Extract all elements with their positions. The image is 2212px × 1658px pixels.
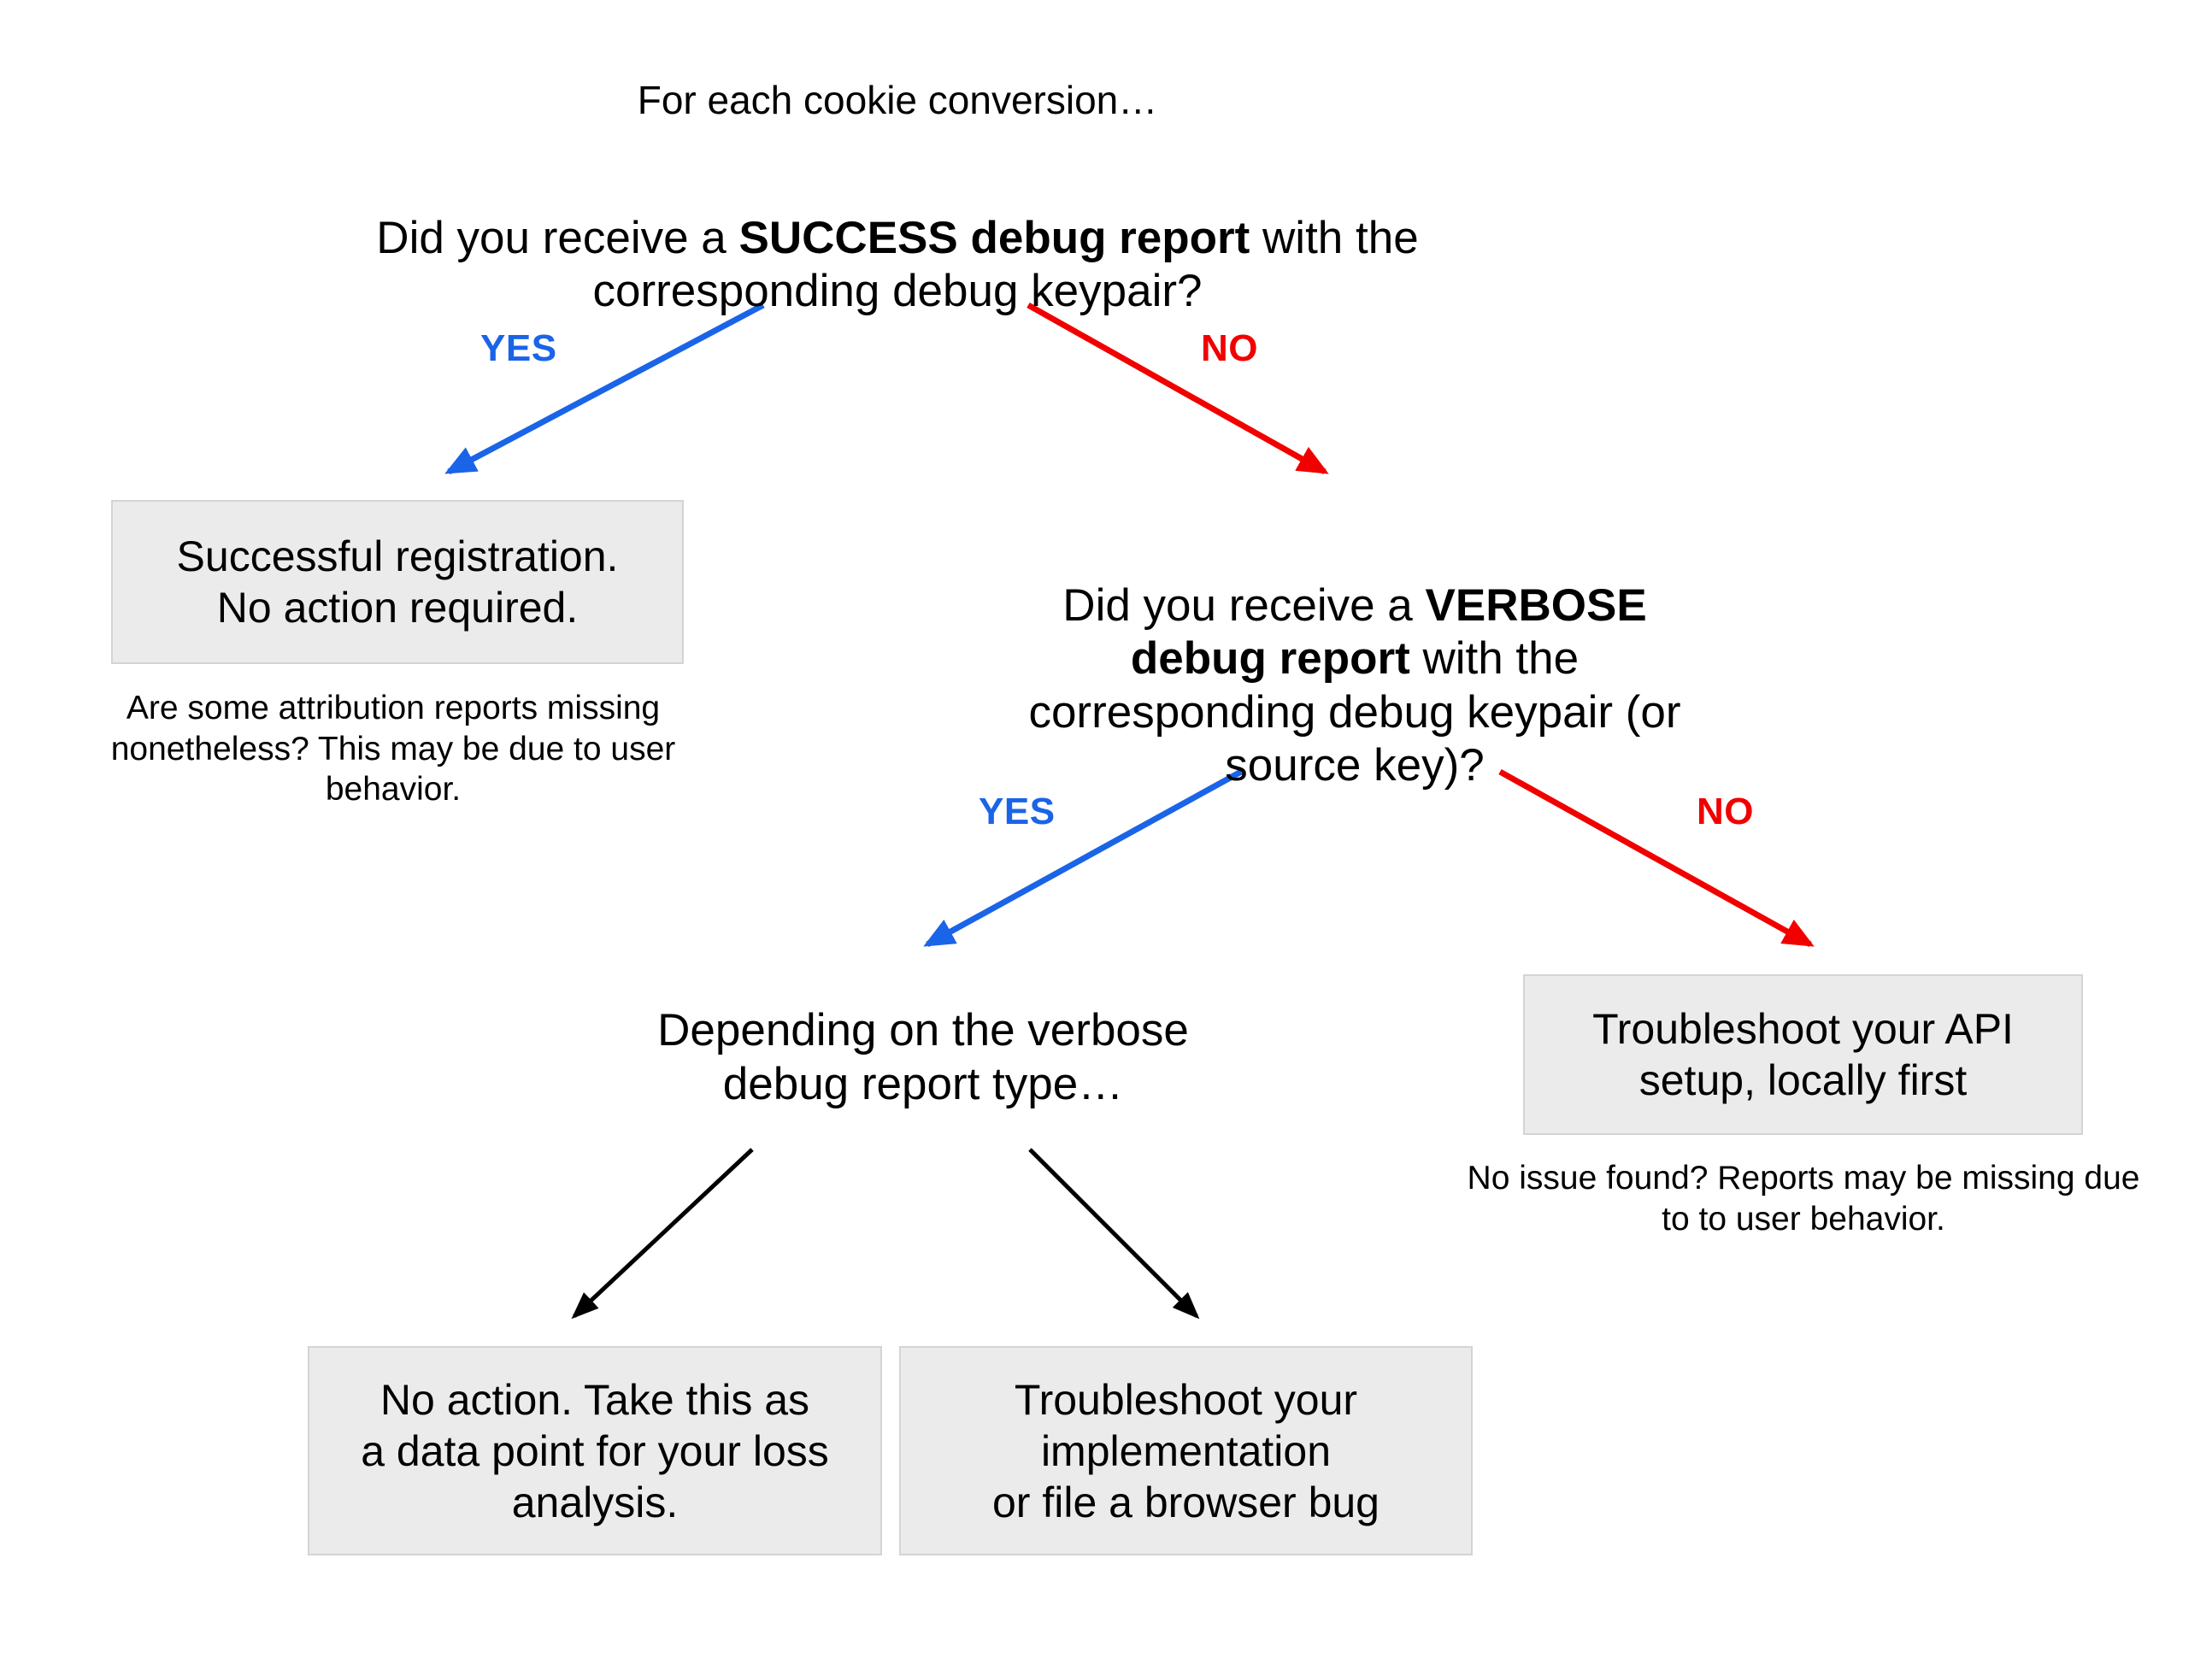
question-success-prefix: Did you receive a — [376, 212, 739, 263]
edge-yes-2 — [923, 768, 1243, 948]
intro-text: For each cookie conversion… — [637, 78, 1158, 122]
edge-no-1 — [1027, 302, 1329, 475]
question-success-suffix: with the corresponding debug keypair? — [592, 212, 1419, 317]
edge-label-yes-1: YES — [480, 327, 557, 369]
question-success-report: Did you receive a SUCCESS debug report w… — [291, 158, 1504, 319]
question-verbose-emphasis: VERBOSE debug report — [1130, 579, 1647, 685]
box-troubleshoot-implementation[interactable]: Troubleshoot your implementation or file… — [899, 1346, 1473, 1555]
box-troubleshoot-api-setup[interactable]: Troubleshoot your API setup, locally fir… — [1523, 974, 2083, 1135]
question-verbose-suffix: with the corresponding debug keypair (or… — [1028, 633, 1681, 791]
caption-attribution-reports-missing: Are some attribution reports missing non… — [110, 690, 676, 808]
edge-neutral-right — [1028, 1148, 1200, 1320]
edge-neutral-left — [571, 1148, 754, 1320]
edge-label-yes-2: YES — [979, 791, 1056, 832]
box-no-action-data-point[interactable]: No action. Take this as a data point for… — [308, 1346, 882, 1555]
question-verbose-report: Did you receive a VERBOSE debug report w… — [1017, 526, 1692, 793]
question-success-emphasis: SUCCESS debug report — [738, 212, 1250, 263]
edge-label-no-1: NO — [1201, 327, 1258, 369]
edge-no-2 — [1498, 768, 1815, 948]
question-verbose-prefix: Did you receive a — [1062, 579, 1426, 631]
box-successful-registration[interactable]: Successful registration. No action requi… — [111, 500, 684, 664]
text-depending-on-report-type: Depending on the verbose debug report ty… — [657, 1005, 1189, 1109]
caption-no-issue-found: No issue found? Reports may be missing d… — [1467, 1160, 2140, 1238]
edge-label-no-2: NO — [1697, 791, 1754, 832]
